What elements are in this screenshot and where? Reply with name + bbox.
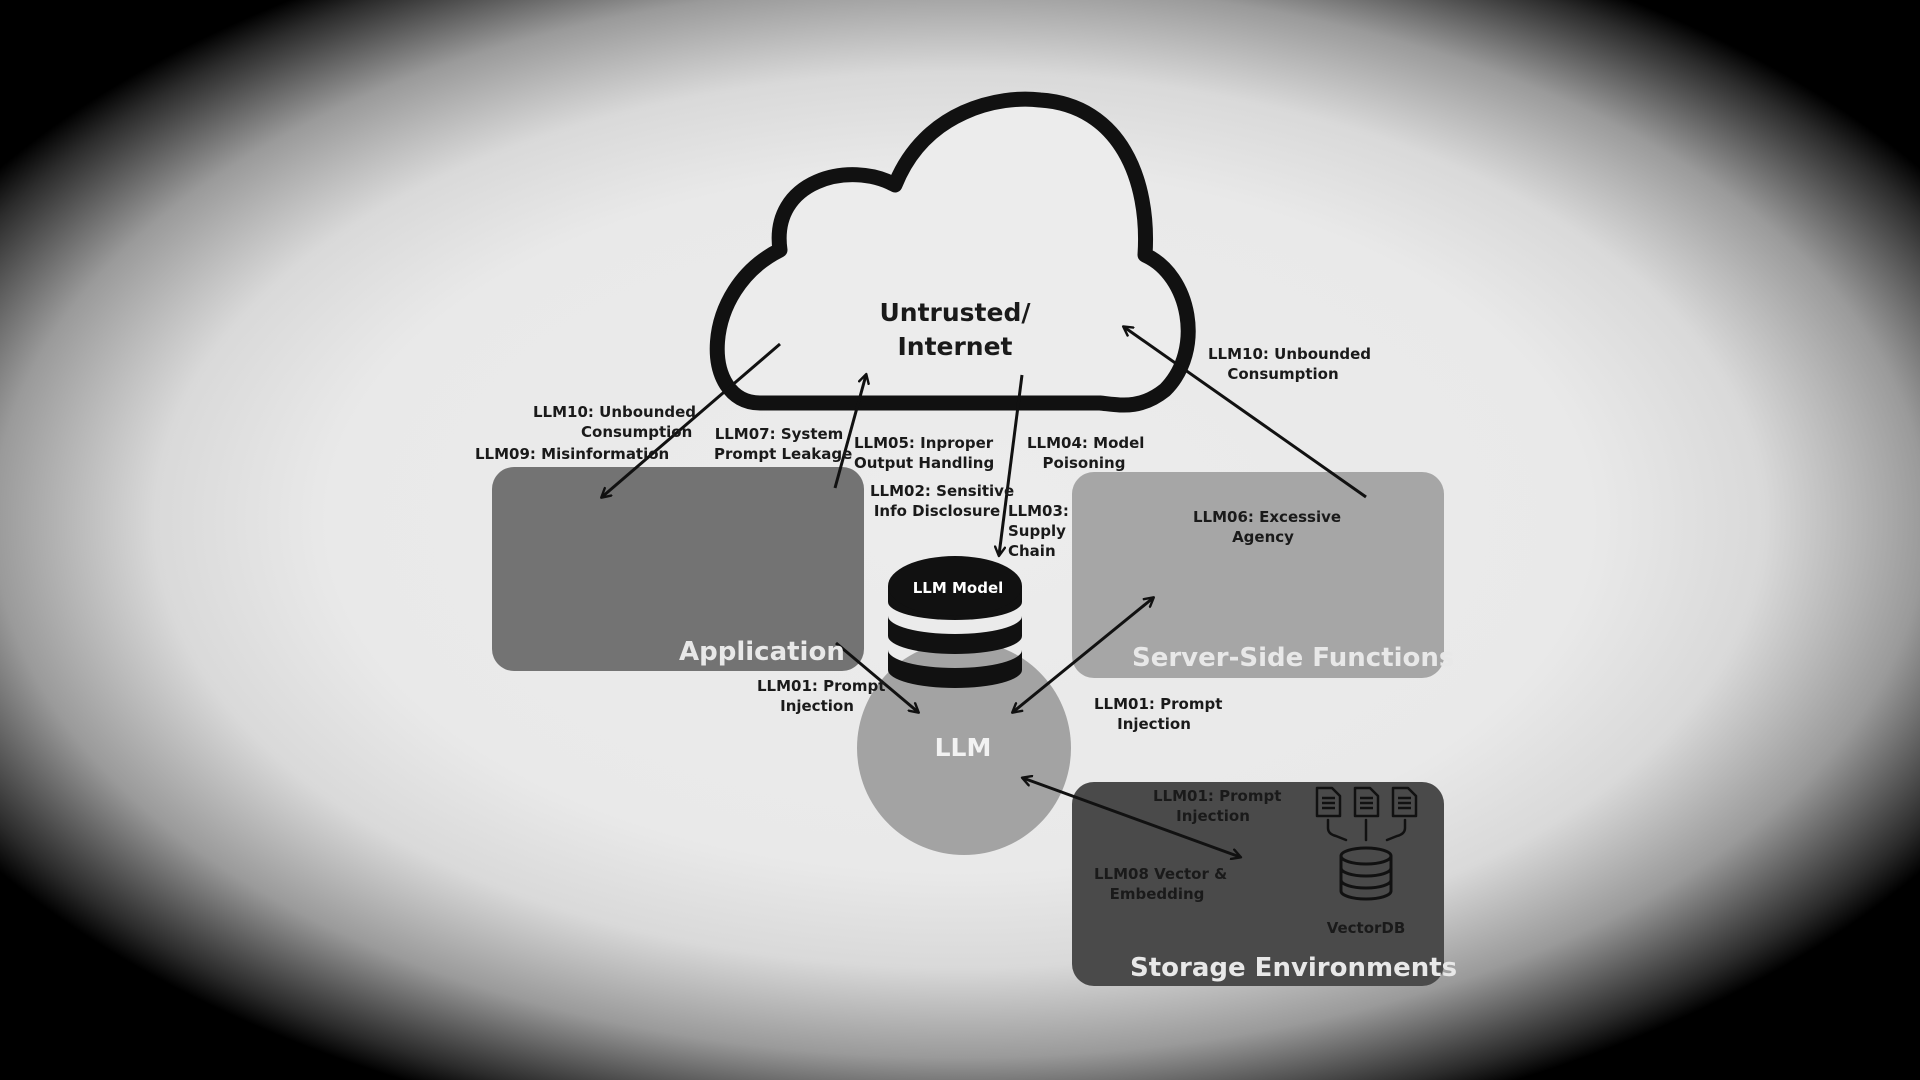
document-icon [1353, 786, 1380, 818]
llm08-label: LLM08 Vector & Embedding [1094, 865, 1228, 903]
arrow-llm01-application-to-llm [835, 641, 918, 712]
cloud-title: Untrusted/ Internet [855, 296, 1055, 364]
document-icon [1391, 786, 1418, 818]
cloud-title-line1: Untrusted/ [879, 298, 1031, 327]
application-title: Application [679, 637, 845, 667]
arrow-llm07-application-to-cloud [833, 375, 866, 489]
llm01-server-label: LLM01: Prompt Injection [1094, 695, 1223, 733]
llm-model-database-icon [888, 556, 1022, 688]
llm-label: LLM [934, 733, 992, 762]
application-box [492, 467, 864, 671]
vectordb-icon [1339, 846, 1393, 901]
document-icons [1315, 786, 1418, 842]
arrow-llm01-llm08-llm-storage-bidirectional [1023, 778, 1240, 857]
llm10-right-label: LLM10: Unbounded Consumption [1208, 345, 1372, 383]
llm06-label: LLM06: Excessive Agency [1193, 508, 1342, 546]
llm-model-label: LLM Model [912, 579, 1004, 597]
cloud-icon [709, 91, 1196, 413]
cloud-title-line2: Internet [897, 332, 1013, 361]
llm05-label: LLM05: Inproper Output Handling [854, 434, 995, 472]
llm03-label: LLM03: Supply Chain [1008, 502, 1069, 560]
arrow-llm04-llm03-cloud-to-model [999, 374, 1024, 555]
server-side-functions-title: Server-Side Functions [1132, 643, 1455, 673]
arrow-llm10-llm09-cloud-to-application [602, 342, 781, 497]
vectordb-label: VectorDB [1326, 919, 1406, 937]
arrow-llm01-llm-server-bidirectional [1013, 598, 1153, 712]
llm10-left-label: LLM10: Unbounded Consumption [533, 403, 697, 441]
llm01-storage-label: LLM01: Prompt Injection [1153, 787, 1282, 825]
llm02-label: LLM02: Sensitive Info Disclosure [870, 482, 1015, 520]
llm04-label: LLM04: Model Poisoning [1027, 434, 1145, 472]
document-icon [1315, 786, 1342, 818]
llm09-label: LLM09: Misinformation [475, 445, 670, 463]
llm01-application-label: LLM01: Prompt Injection [757, 677, 886, 715]
llm07-label: LLM07: System Prompt Leakage [714, 425, 853, 463]
storage-environments-title: Storage Environments [1130, 953, 1458, 983]
arrow-llm10-server-to-cloud [1124, 327, 1367, 499]
